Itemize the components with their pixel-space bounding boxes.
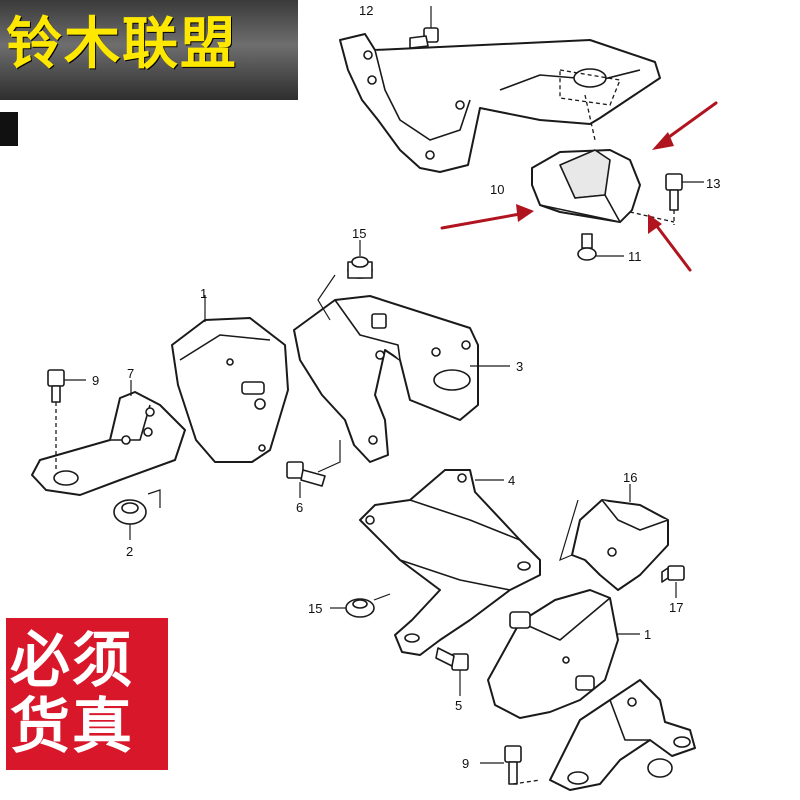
label-5: 5 — [455, 698, 462, 713]
bolt-6 — [286, 440, 341, 498]
authentic-badge-text: 必须货真 — [10, 626, 134, 762]
bolt-11 — [577, 233, 624, 261]
label-9-bottom: 9 — [462, 756, 469, 771]
label-2: 2 — [126, 544, 133, 559]
label-7: 7 — [127, 366, 134, 381]
bolt-5 — [435, 647, 469, 696]
label-16: 16 — [623, 470, 637, 485]
label-15-top: 15 — [352, 226, 366, 241]
label-10: 10 — [490, 182, 504, 197]
label-11: 11 — [628, 249, 642, 264]
authentic-badge: 必须货真 — [6, 618, 168, 770]
bolt-top — [409, 6, 439, 49]
highlight-arrows — [440, 101, 718, 272]
corner-mark — [0, 112, 18, 146]
part-3-bracket — [293, 295, 510, 463]
bolt-9-left — [47, 369, 86, 470]
callout-labels: 12 10 13 11 15 1 3 9 7 6 2 4 16 17 15 1 … — [92, 3, 720, 771]
part-1-mount-top — [171, 295, 289, 463]
part-4-bracket — [359, 469, 541, 656]
part-12-frame-bracket — [339, 33, 661, 173]
part-16-bracket — [559, 484, 669, 591]
lower-right-bracket — [549, 679, 696, 791]
label-1-top: 1 — [200, 286, 207, 301]
part-10-upper-mount — [531, 149, 641, 223]
label-6: 6 — [296, 500, 303, 515]
nut-2 — [113, 489, 161, 540]
bolt-13 — [629, 173, 704, 225]
part-1-mount-bottom — [487, 589, 640, 719]
nut-15-top — [317, 240, 373, 321]
label-15-bottom: 15 — [308, 601, 322, 616]
label-1-bottom: 1 — [644, 627, 651, 642]
label-17: 17 — [669, 600, 683, 615]
bolt-9-bottom — [480, 745, 541, 785]
part-7-bracket — [31, 380, 186, 496]
nut-15-bottom — [330, 593, 391, 618]
label-3: 3 — [516, 359, 523, 374]
brand-banner: 铃木联盟 — [0, 0, 298, 100]
label-9-left: 9 — [92, 373, 99, 388]
brand-banner-text: 铃木联盟 — [6, 12, 238, 77]
label-12: 12 — [359, 3, 373, 18]
label-13: 13 — [706, 176, 720, 191]
label-4: 4 — [508, 473, 515, 488]
bolt-17 — [661, 565, 685, 598]
